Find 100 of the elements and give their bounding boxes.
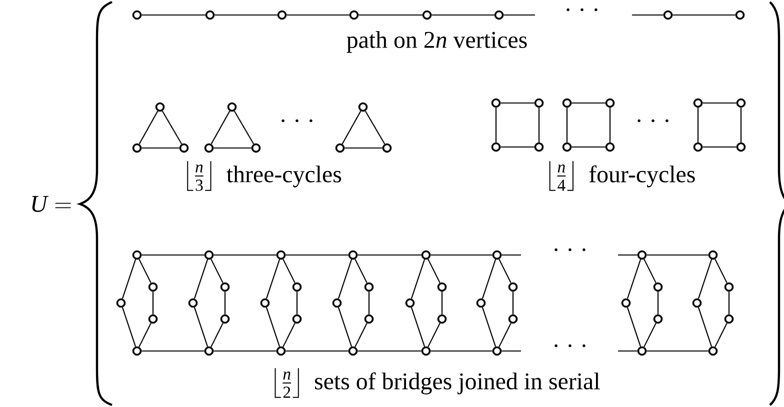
- vertex: [736, 142, 746, 152]
- vertex: [220, 282, 230, 292]
- graph-edge: [194, 307, 208, 347]
- graph-edge: [368, 292, 370, 314]
- graph-edge: [538, 108, 540, 142]
- vertex: [155, 102, 165, 112]
- vertex: [736, 98, 746, 108]
- graph-edge: [296, 292, 298, 314]
- graph-edge: [502, 350, 521, 352]
- graph-edge: [364, 110, 386, 144]
- graph-edge: [410, 259, 426, 299]
- vertex: [348, 250, 358, 260]
- graph-edge: [646, 350, 708, 352]
- graph-edge: [714, 322, 728, 348]
- caption-text: $\left\lfloor \frac{n}{3} \right\rfloor \text{ three-cycles}$: [187, 161, 342, 191]
- vertex: [251, 143, 261, 153]
- graph-edge: [632, 14, 664, 16]
- graph-edge: [698, 259, 712, 299]
- vertex: [437, 282, 447, 292]
- graph-edge: [344, 147, 382, 149]
- graph-edge: [740, 108, 742, 142]
- graph-edge: [152, 292, 154, 314]
- graph-edge: [122, 307, 136, 347]
- vertex: [637, 250, 647, 260]
- graph-edge: [482, 259, 496, 299]
- graph-edge: [122, 259, 136, 299]
- graph-edge: [697, 108, 699, 142]
- graph-edge: [194, 259, 208, 299]
- vertex: [348, 346, 358, 356]
- graph-edge: [566, 108, 568, 142]
- graph-edge: [354, 322, 368, 348]
- vertex: [220, 314, 230, 324]
- graph-edge: [482, 307, 496, 347]
- vertex: [116, 298, 126, 308]
- vertex: [188, 298, 198, 308]
- vertex: [508, 282, 518, 292]
- graph-edge: [714, 258, 728, 284]
- graph-edge: [138, 258, 152, 284]
- vertex: [179, 143, 189, 153]
- vertex: [204, 143, 214, 153]
- graph-edge: [266, 307, 280, 347]
- graph-edge: [358, 14, 422, 16]
- vertex: [132, 143, 142, 153]
- graph-edge: [358, 350, 422, 352]
- vertex: [562, 98, 572, 108]
- vertex: [708, 346, 718, 356]
- graph-edge: [214, 147, 252, 149]
- graph-edge: [430, 350, 492, 352]
- vertex: [491, 98, 501, 108]
- graph-edge: [138, 322, 152, 348]
- graph-edge: [672, 14, 736, 16]
- graph-edge: [702, 102, 736, 104]
- graph-edge: [142, 147, 180, 149]
- graph-edge: [441, 292, 443, 314]
- graph-edge: [214, 254, 276, 256]
- vertex: [692, 298, 702, 308]
- graph-edge: [138, 110, 158, 144]
- vertex: [358, 102, 368, 112]
- ellipsis: · · ·: [282, 119, 312, 122]
- graph-edge: [286, 350, 348, 352]
- vertex: [204, 250, 214, 260]
- vertex: [653, 282, 663, 292]
- vertex: [693, 98, 703, 108]
- graph-edge: [428, 258, 440, 284]
- graph-edge: [210, 258, 224, 284]
- vertex: [491, 142, 501, 152]
- graph-edge: [432, 14, 494, 16]
- vertex: [534, 142, 544, 152]
- vertex: [437, 314, 447, 324]
- graph-edge: [626, 259, 642, 299]
- graph-edge: [500, 146, 534, 148]
- vertex: [132, 250, 142, 260]
- vertex: [693, 142, 703, 152]
- graph-edge: [657, 292, 659, 314]
- caption-text: $U =$: [32, 196, 71, 212]
- graph-edge: [498, 258, 512, 284]
- graph-edge: [698, 307, 712, 347]
- graph-edge: [142, 254, 204, 256]
- graph-edge: [728, 292, 730, 314]
- graph-edge: [266, 259, 280, 299]
- graph-edge: [162, 110, 182, 144]
- vertex: [422, 10, 432, 20]
- caption-text: $\left\lfloor \frac{n}{2} \right\rfloor \text{ sets of bridges joined in serial}$: [274, 368, 600, 398]
- vertex: [492, 250, 502, 260]
- vertex: [276, 346, 286, 356]
- caption-text: $\text{path on }2n\text{ vertices}$: [346, 31, 527, 53]
- graph-edge: [286, 14, 350, 16]
- vertex: [148, 314, 158, 324]
- graph-edge: [410, 307, 426, 347]
- graph-edge: [342, 110, 362, 144]
- vertex: [637, 346, 647, 356]
- vertex: [260, 298, 270, 308]
- vertex: [292, 282, 302, 292]
- graph-edge: [495, 108, 497, 142]
- graph-edge: [644, 258, 656, 284]
- graph-edge: [358, 254, 422, 256]
- ellipsis: · · ·: [554, 248, 586, 252]
- vertex: [205, 10, 215, 20]
- graph-edge: [214, 350, 276, 352]
- vertex: [332, 298, 342, 308]
